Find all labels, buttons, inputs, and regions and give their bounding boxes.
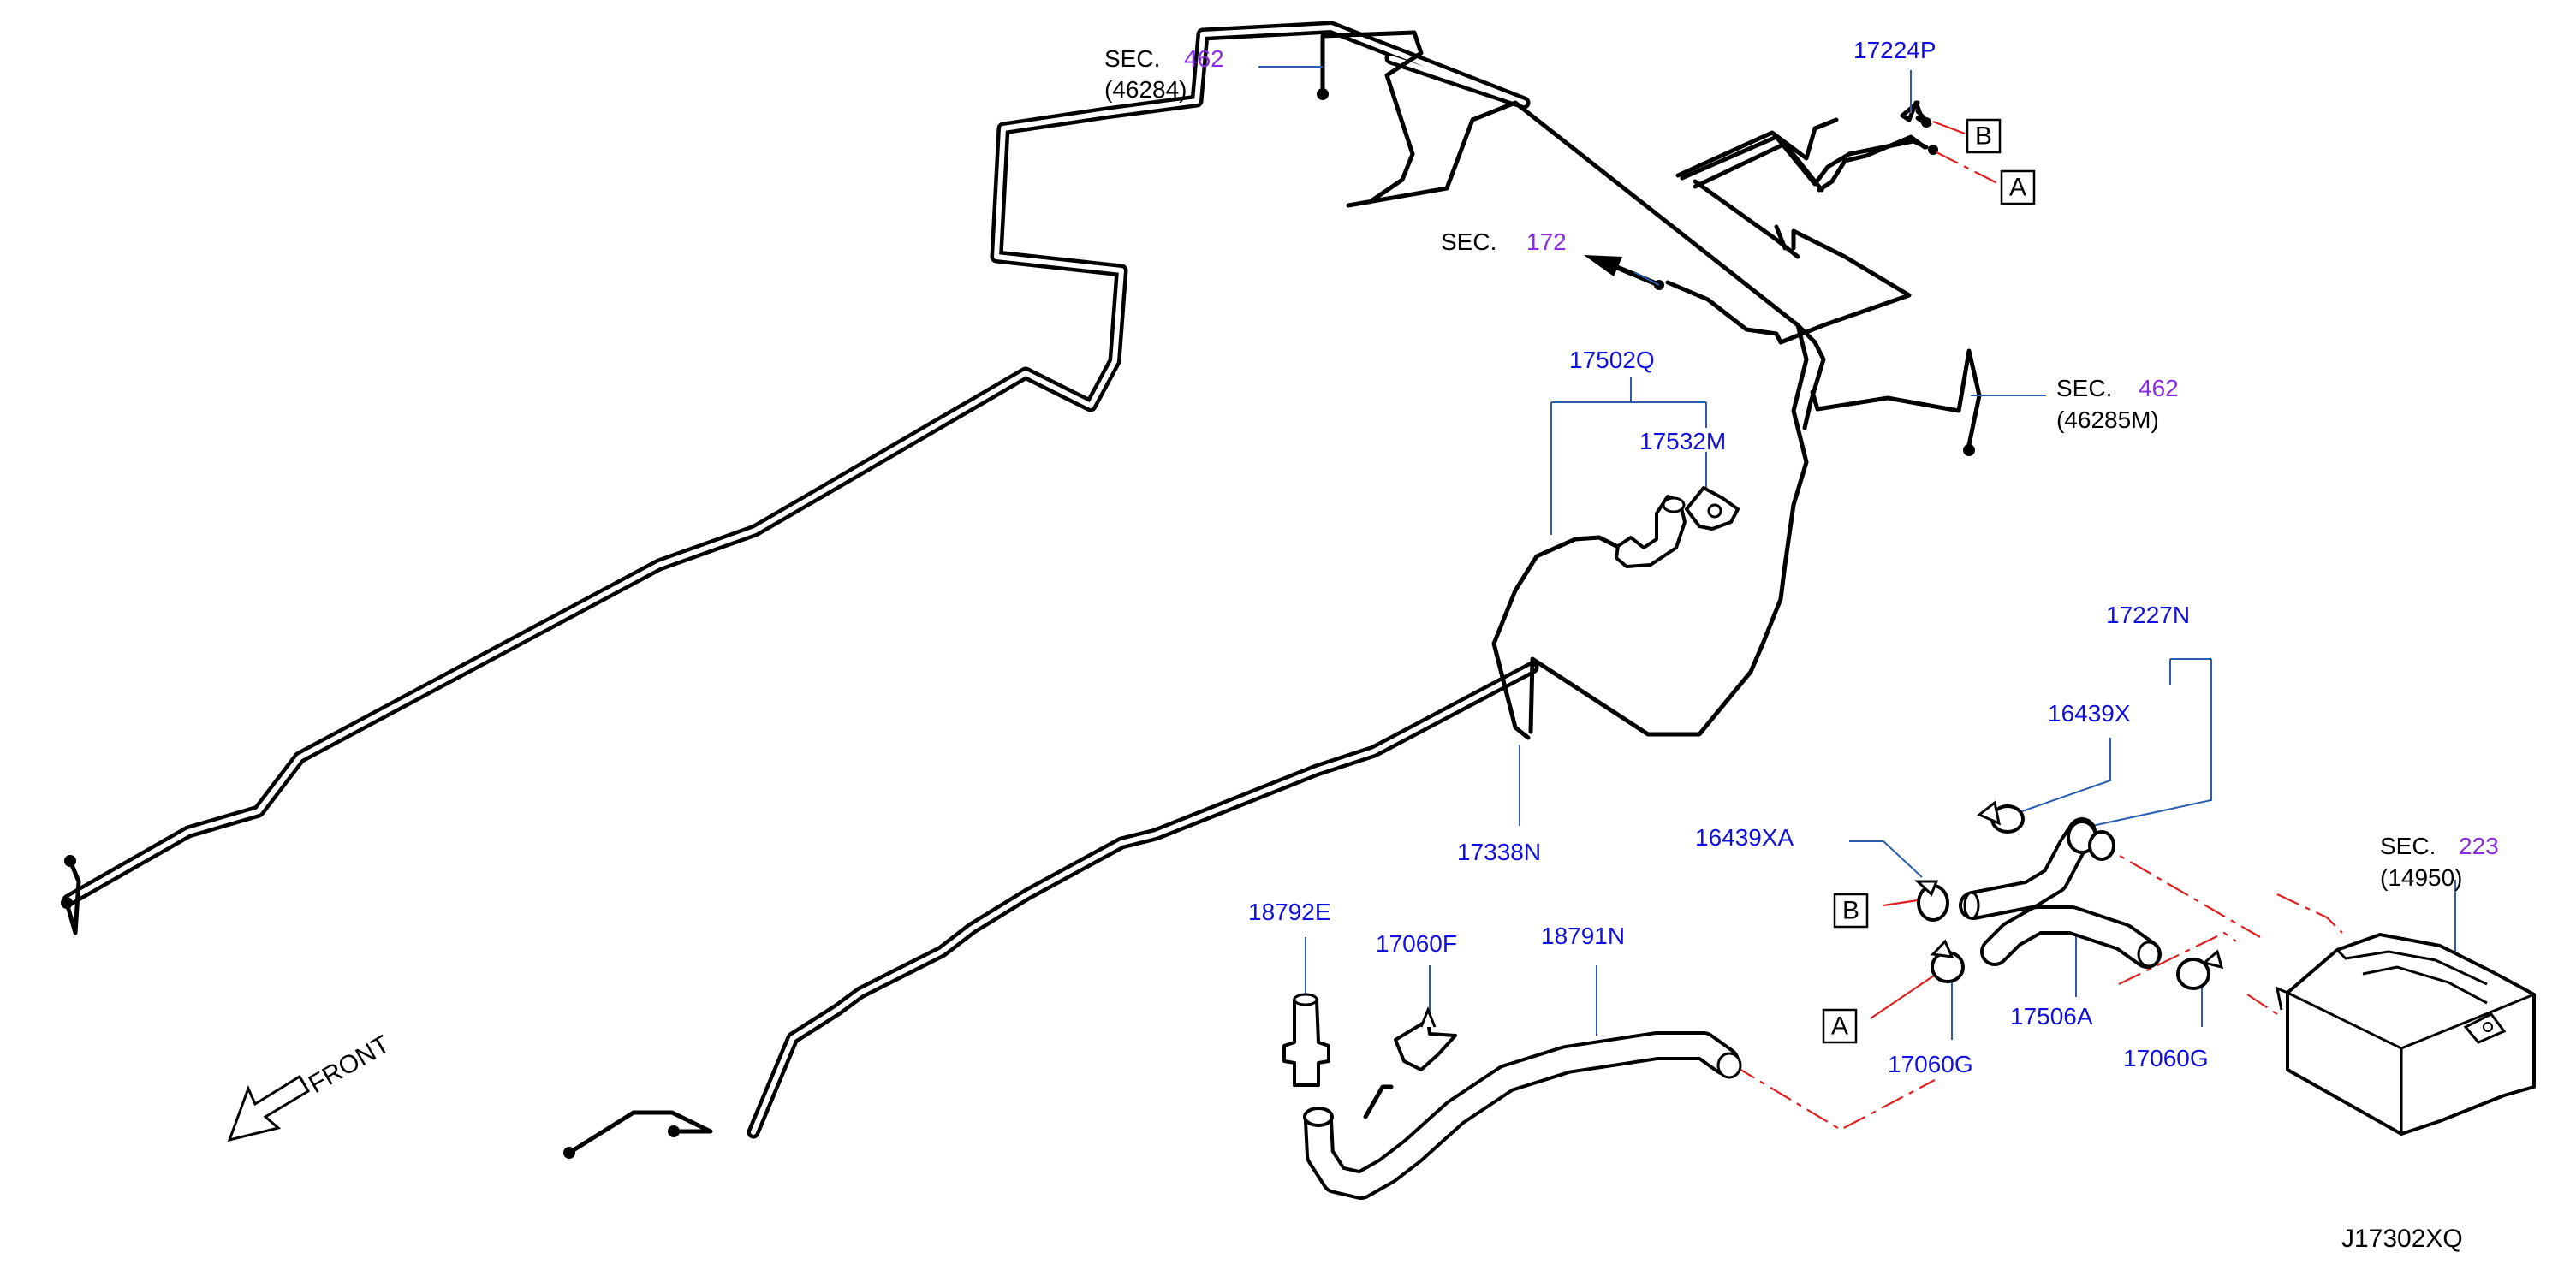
label-sec-172: SEC. 172 (1441, 228, 1567, 255)
svg-text:A: A (1831, 1012, 1848, 1041)
label-17060G-left: 17060G (1888, 1051, 1973, 1077)
label-18791N: 18791N (1541, 923, 1625, 949)
label-17506A: 17506A (2010, 1003, 2093, 1030)
svg-text:SEC.: SEC. (2056, 375, 2112, 401)
clamp-17060G-left (1930, 939, 1965, 983)
clamp-16439XA (1914, 880, 1949, 922)
hose-17227N (1959, 817, 2115, 920)
svg-text:SEC.: SEC. (2380, 833, 2436, 859)
label-17532M: 17532M (1639, 428, 1726, 454)
hose-18791N (1303, 1031, 1742, 1200)
label-16439XA: 16439XA (1695, 824, 1794, 851)
clip-17060F (1394, 1006, 1457, 1071)
label-18792E: 18792E (1248, 899, 1331, 925)
line-end-dots (61, 88, 1975, 1159)
hose-17506A (1980, 905, 2162, 969)
label-sec-462-top: SEC. 462 (46284) (1104, 45, 1224, 103)
diagram-code: J17302XQ (2341, 1225, 2463, 1253)
main-fuel-line-lower (747, 661, 1539, 1139)
clip-17532M (1685, 486, 1740, 531)
ref-box-b-bottom: B (1833, 893, 1869, 929)
vapor-lines (1320, 30, 1982, 1119)
label-17224P: 17224P (1853, 37, 1936, 63)
reference-lines (1733, 120, 2343, 1131)
label-sec-223: SEC. 223 (14950) (2380, 833, 2499, 891)
pipe-cluster-top (1680, 109, 1932, 259)
svg-text:(46284): (46284) (1104, 76, 1187, 103)
front-label: FRONT (304, 1030, 395, 1099)
sec-172-arrow (1584, 255, 1661, 288)
label-17338N: 17338N (1457, 839, 1541, 865)
svg-text:462: 462 (2139, 375, 2179, 401)
clamp-17060G-right (2176, 949, 2224, 990)
svg-text:(14950): (14950) (2380, 864, 2463, 891)
svg-text:B: B (1975, 122, 1992, 151)
label-17502Q: 17502Q (1569, 347, 1655, 373)
svg-text:B: B (1842, 897, 1859, 925)
svg-text:462: 462 (1184, 45, 1224, 72)
front-arrow-icon (227, 1074, 311, 1142)
connector-17502Q (1615, 495, 1687, 568)
label-17227N: 17227N (2106, 602, 2190, 628)
evap-canister (2275, 933, 2536, 1136)
label-17060G-right: 17060G (2123, 1045, 2209, 1071)
svg-text:172: 172 (1526, 228, 1567, 255)
ref-box-b-top: B (1966, 118, 2002, 154)
connector-18792E (1282, 993, 1330, 1087)
svg-text:A: A (2009, 174, 2026, 202)
label-16439X: 16439X (2048, 700, 2131, 727)
ref-box-a-bottom: A (1822, 1008, 1858, 1044)
label-sec-462-right: SEC. 462 (46285M) (2056, 375, 2179, 433)
main-fuel-line-upper (62, 21, 1531, 907)
svg-text:223: 223 (2459, 833, 2499, 859)
label-17060F: 17060F (1376, 930, 1457, 957)
svg-text:(46285M): (46285M) (2056, 407, 2159, 433)
svg-text:SEC.: SEC. (1441, 228, 1496, 255)
ref-box-a-top: A (2000, 169, 2036, 205)
leader-lines (1258, 66, 2456, 1040)
svg-text:SEC.: SEC. (1104, 45, 1160, 72)
clamp-16439X (1977, 800, 2025, 834)
